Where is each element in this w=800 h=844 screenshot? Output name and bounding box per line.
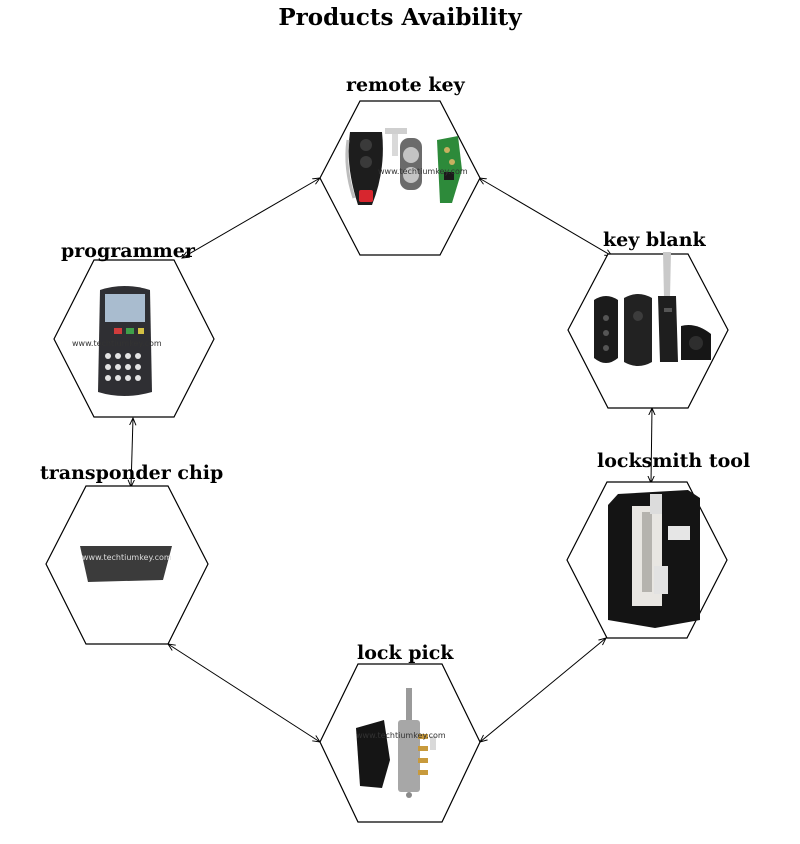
node-lock-pick: www.techtiumkey.com	[319, 663, 481, 823]
connector-lock-pick-transponder-chip	[168, 644, 320, 742]
locksmith-tool-image	[608, 490, 700, 628]
label-transponder-chip: transponder chip	[40, 462, 224, 484]
connectors	[131, 178, 652, 742]
label-lock-pick: lock pick	[357, 642, 454, 664]
programmer-image	[98, 286, 152, 396]
node-programmer: www.techtiumkey.com	[53, 259, 215, 418]
node-locksmith-tool	[566, 481, 728, 639]
connector-locksmith-tool-lock-pick	[480, 638, 606, 742]
label-locksmith-tool: locksmith tool	[597, 450, 751, 472]
node-transponder-chip: www.techtiumkey.com	[45, 485, 209, 645]
transponder-chip-watermark: www.techtiumkey.com	[82, 553, 172, 562]
connector-programmer-remote-key	[182, 178, 320, 258]
node-remote-key: www.techtiumkey.com	[319, 100, 481, 256]
lock-pick-watermark: www.techtiumkey.com	[356, 731, 446, 740]
connector-transponder-chip-programmer	[131, 418, 133, 487]
connector-key-blank-locksmith-tool	[651, 408, 652, 483]
lock-pick-image	[356, 688, 436, 798]
remote-key-watermark: www.techtiumkey.com	[378, 167, 468, 176]
transponder-chip-image	[80, 546, 172, 582]
diagram-title: Products Avaibility	[278, 4, 522, 31]
node-key-blank	[567, 252, 729, 409]
label-key-blank: key blank	[603, 229, 706, 251]
programmer-watermark: www.techtiumkey.com	[72, 339, 162, 348]
label-programmer: programmer	[61, 240, 195, 262]
key-blank-image	[594, 252, 711, 366]
label-remote-key: remote key	[346, 74, 465, 96]
remote-key-image	[345, 128, 462, 205]
connector-remote-key-key-blank	[479, 178, 612, 256]
